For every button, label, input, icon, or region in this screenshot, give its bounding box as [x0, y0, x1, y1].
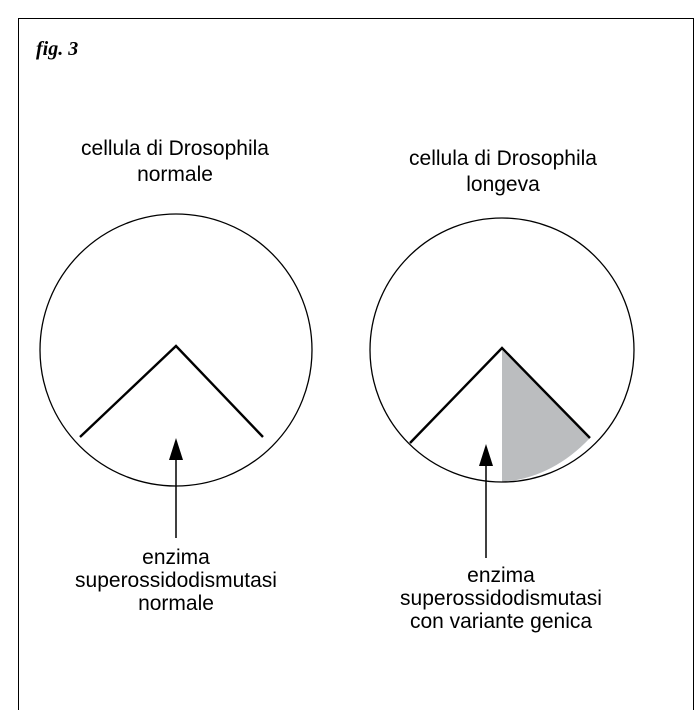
figure-label: fig. 3 — [36, 38, 79, 60]
enzyme-variant-shaded-sector — [502, 350, 590, 482]
cell-title-line: cellula di Drosophila — [81, 137, 269, 160]
caption-line: superossidodismutasi — [400, 587, 602, 610]
caption-line: enzima — [467, 564, 535, 587]
enzyme-sector-normal — [79, 344, 264, 438]
caption-line: normale — [138, 592, 214, 615]
cell-title-line: normale — [137, 163, 213, 186]
caption-line: enzima — [142, 546, 210, 569]
cell-title-long-lived: cellula di Drosophila longeva — [343, 146, 663, 198]
cell-circle-long-lived — [369, 217, 635, 483]
arrowhead-normal — [169, 438, 183, 460]
figure-frame — [18, 18, 694, 710]
cell-title-line: cellula di Drosophila — [409, 147, 597, 170]
caption-line: con variante genica — [409, 610, 593, 633]
arrowhead-variant — [479, 444, 493, 466]
caption-line: superossidodismutasi — [75, 569, 277, 592]
enzyme-caption-variant: enzima superossidodismutasi con variante… — [336, 564, 666, 633]
cell-title-normal: cellula di Drosophila normale — [15, 136, 335, 188]
enzyme-sector-variant — [409, 346, 591, 444]
cell-title-line: longeva — [466, 173, 540, 196]
enzyme-caption-normal: enzima superossidodismutasi normale — [11, 546, 341, 615]
